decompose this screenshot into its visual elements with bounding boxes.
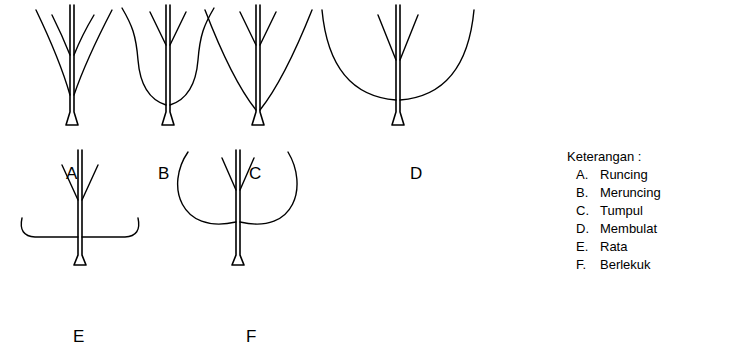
leaf-base-a bbox=[36, 5, 112, 125]
legend-term: Rata bbox=[600, 240, 627, 254]
legend-term: Tumpul bbox=[600, 204, 643, 218]
legend-letter: C. bbox=[576, 204, 589, 218]
legend-letter: B. bbox=[576, 186, 588, 200]
figure-letter: D bbox=[410, 165, 422, 184]
legend-term: Runcing bbox=[600, 168, 648, 182]
figure-letter: A bbox=[66, 165, 77, 184]
legend-letter: E. bbox=[576, 240, 588, 254]
leaf-base-f bbox=[178, 150, 297, 265]
legend-term: Meruncing bbox=[600, 186, 661, 200]
leaf-base-d bbox=[322, 5, 474, 125]
leaf-base-b bbox=[122, 5, 214, 125]
legend-term: Berlekuk bbox=[600, 258, 651, 272]
figure-letter: E bbox=[73, 328, 84, 347]
legend-letter: A. bbox=[576, 168, 588, 182]
legend-term: Membulat bbox=[600, 222, 657, 236]
leaf-base-e bbox=[21, 150, 139, 265]
legend-letter: D. bbox=[576, 222, 589, 236]
legend-heading: Keterangan : bbox=[567, 150, 641, 164]
figure-letter: C bbox=[249, 165, 261, 184]
legend-letter: F. bbox=[576, 258, 586, 272]
figure-letter: F bbox=[246, 328, 256, 347]
figure-letter: B bbox=[158, 165, 169, 184]
leaf-base-c bbox=[205, 5, 312, 125]
